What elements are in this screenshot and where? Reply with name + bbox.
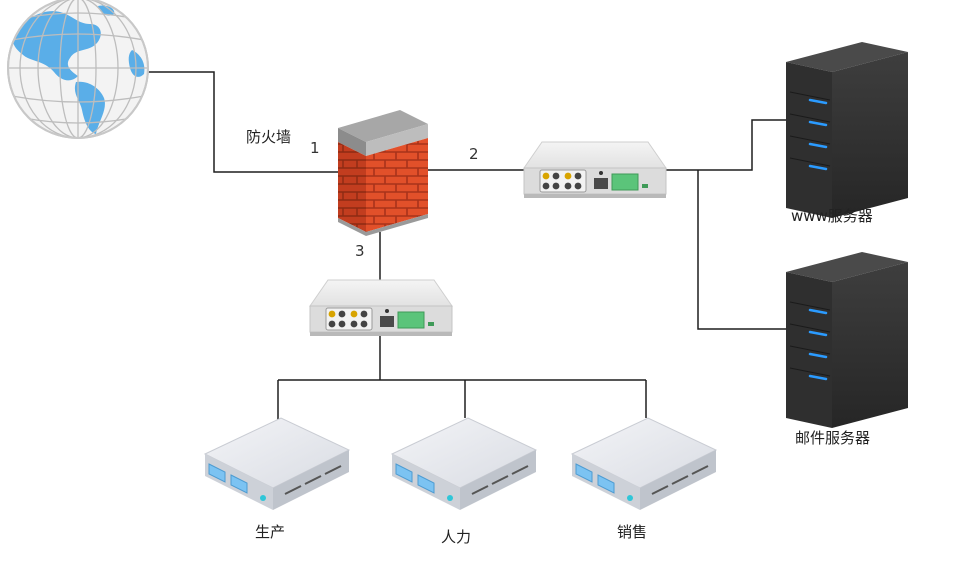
sales-endpoint-icon <box>570 417 718 510</box>
link-3-label: 3 <box>355 242 365 260</box>
production-label: 生产 <box>255 523 285 541</box>
dmz-switch-icon <box>523 141 667 198</box>
junction-to-www-server-link <box>698 119 790 171</box>
mail-server-icon <box>786 252 908 428</box>
internet-globe-icon <box>7 0 149 139</box>
sales-label: 销售 <box>617 523 647 541</box>
firewall-label: 防火墙 <box>246 128 291 146</box>
production-endpoint-icon <box>203 417 351 510</box>
junction-to-mail-server-link <box>697 170 790 330</box>
firewall-icon <box>338 110 428 236</box>
mail-server-label: 邮件服务器 <box>795 429 870 447</box>
www-server-icon <box>786 42 908 218</box>
hr-label: 人力 <box>441 528 471 546</box>
lan-switch-icon <box>309 279 453 336</box>
internet-to-firewall-link <box>148 71 338 173</box>
www-server-label: www服务器 <box>791 207 873 225</box>
link-2-label: 2 <box>469 145 479 163</box>
connections <box>148 71 790 420</box>
hr-endpoint-icon <box>390 417 538 510</box>
link-1-label: 1 <box>310 139 320 157</box>
